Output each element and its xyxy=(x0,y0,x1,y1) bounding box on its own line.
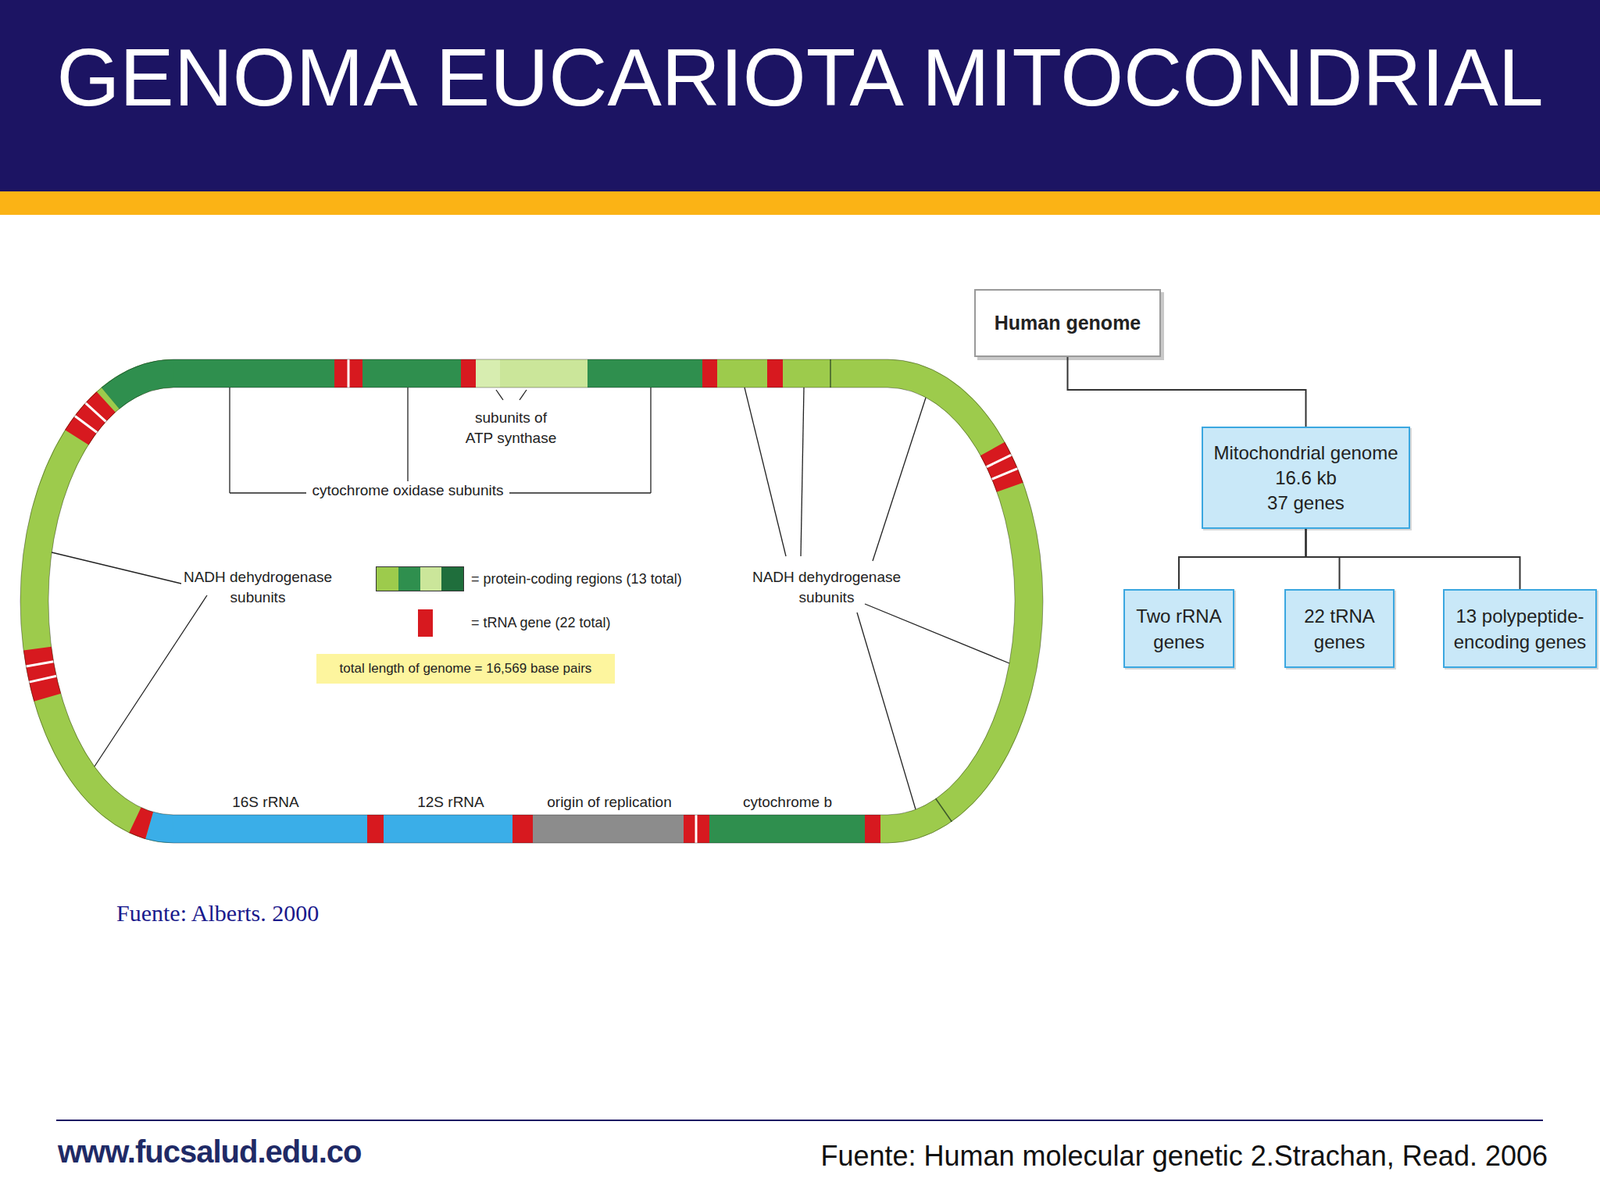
root-box: Human genome xyxy=(974,289,1161,358)
band-separators xyxy=(25,359,1018,843)
ring-curve-segments xyxy=(37,373,1011,829)
trna-mark xyxy=(135,820,150,826)
leader-line xyxy=(872,397,926,561)
legend-text: = protein-coding regions (13 total) xyxy=(471,571,683,588)
leader-line xyxy=(744,387,786,557)
node-text: 13 polypeptide-encoding genes xyxy=(1446,603,1593,655)
part-label: NADH dehydrogenase subunits xyxy=(748,567,905,608)
rrna-segment xyxy=(149,825,174,829)
source-note: Fuente: Human molecular genetic 2.Strach… xyxy=(820,1137,1548,1176)
leader-line xyxy=(864,603,1010,664)
leader-line xyxy=(496,389,504,400)
part-label: subunits of ATP synthase xyxy=(462,407,561,448)
separator xyxy=(992,468,1018,480)
leader-line xyxy=(51,552,182,584)
rrna-segment xyxy=(173,814,368,843)
separator xyxy=(75,415,98,433)
ring-band xyxy=(34,373,1029,829)
node-text: Human genome xyxy=(994,311,1142,335)
band-outer-edge xyxy=(20,359,1043,843)
trna-mark xyxy=(864,814,881,843)
genome-box: Mitochondrial genome16.6 kb37 genes xyxy=(1201,426,1411,529)
bracket-line xyxy=(229,492,307,493)
trna-mark xyxy=(702,359,718,388)
trna-mark xyxy=(992,449,1011,488)
separator xyxy=(985,454,1011,468)
leader-line xyxy=(519,389,527,400)
gene-segment xyxy=(475,359,500,388)
trna-mark xyxy=(683,814,710,843)
gene-group-box: 13 polypeptide-encoding genes xyxy=(1442,589,1597,668)
segment-label: origin of replication xyxy=(546,792,672,813)
rrna-segment xyxy=(383,814,513,843)
divider xyxy=(935,798,953,822)
legend-sample xyxy=(375,566,465,592)
gene-segment xyxy=(500,359,588,388)
footer-rule xyxy=(56,1119,1543,1122)
bracket-line xyxy=(407,387,408,482)
separator xyxy=(695,814,698,843)
gene-segment xyxy=(173,359,335,388)
highlight-box: total length of genome = 16,569 base pai… xyxy=(316,653,615,684)
sample-band xyxy=(376,567,399,591)
trna-mark xyxy=(367,814,384,843)
node-text: total length of genome = 16,569 base pai… xyxy=(339,660,593,677)
sample-band xyxy=(420,567,443,591)
website: www.fucsalud.edu.co xyxy=(57,1130,361,1173)
leader-line xyxy=(800,387,804,557)
gene-segment xyxy=(587,359,703,388)
segment-label: 12S rRNA xyxy=(417,792,485,813)
separator xyxy=(347,359,350,388)
divider xyxy=(829,359,832,388)
bracket-line xyxy=(509,492,651,493)
segment-label: 16S rRNA xyxy=(232,792,300,813)
leader-line xyxy=(857,612,916,810)
gene-segment xyxy=(709,814,865,843)
node-text: 37 genes xyxy=(1267,490,1345,516)
gene-segment xyxy=(362,359,461,388)
separator xyxy=(25,661,54,667)
legend-swatch xyxy=(417,609,433,637)
legend-text: = tRNA gene (22 total) xyxy=(471,614,611,632)
gene-group-box: 22 tRNA genes xyxy=(1284,589,1395,668)
header-stripe xyxy=(0,191,1600,215)
separator xyxy=(28,675,57,683)
sample-band xyxy=(441,567,464,591)
trna-mark xyxy=(767,359,783,388)
part-label: cytochrome oxidase subunits xyxy=(311,480,504,501)
trna-mark xyxy=(37,648,48,698)
origin-segment xyxy=(532,814,684,843)
part-label: NADH dehydrogenase subunits xyxy=(179,567,336,608)
slide-title: GENOMA EUCARIOTA MITOCONDRIAL xyxy=(0,36,1600,118)
tree-connector xyxy=(1306,528,1340,590)
source-note: Fuente: Alberts. 2000 xyxy=(116,897,319,930)
band-inner-edge xyxy=(48,387,1015,815)
node-text: Mitochondrial genome xyxy=(1213,440,1398,466)
ring-bottom-segments xyxy=(173,814,881,843)
trna-mark xyxy=(460,359,476,388)
tree-connector xyxy=(1178,528,1307,590)
node-text: 22 tRNA genes xyxy=(1288,603,1391,655)
trna-mark xyxy=(334,359,363,388)
leader-line xyxy=(94,595,208,767)
segment-label: cytochrome b xyxy=(742,792,833,813)
tree-connector xyxy=(1306,528,1521,590)
bracket-line xyxy=(228,387,230,493)
bracket-line xyxy=(650,387,651,493)
ring-top-segments xyxy=(173,359,783,388)
sample-band xyxy=(398,567,421,591)
gene-group-box: Two rRNA genes xyxy=(1123,589,1235,668)
trna-mark xyxy=(512,814,533,843)
leader-lines xyxy=(51,387,1010,810)
node-text: Two rRNA genes xyxy=(1127,603,1231,655)
node-text: 16.6 kb xyxy=(1275,465,1337,491)
separator xyxy=(85,403,107,422)
tree-connector xyxy=(1067,357,1307,427)
